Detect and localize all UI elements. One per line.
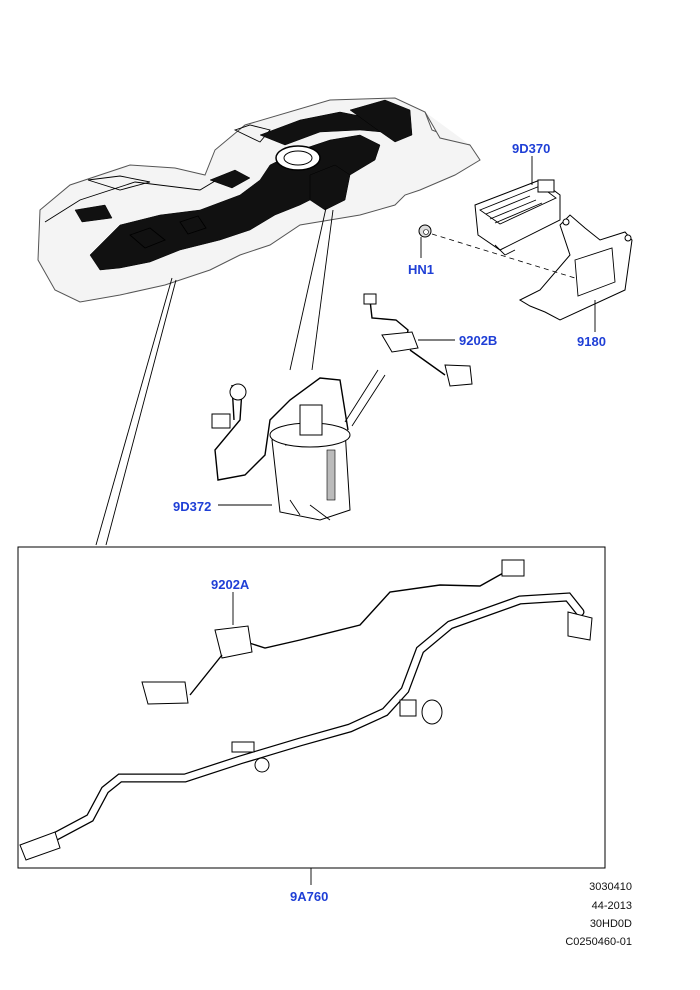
fuel-pump-module	[211, 377, 351, 521]
hn1-nut	[418, 224, 576, 279]
callout-9202b[interactable]: 9202B	[459, 333, 497, 348]
callout-9180[interactable]: 9180	[577, 334, 606, 349]
callout-9d370[interactable]: 9D370	[512, 141, 550, 156]
ref-line-1: 3030410	[589, 881, 632, 893]
reference-block: 3030410 44-2013 30HD0D C0250460-01	[565, 881, 632, 948]
detail-box	[17, 546, 606, 869]
callout-9202a[interactable]: 9202A	[211, 577, 250, 592]
wiring-harness	[19, 559, 593, 861]
ref-line-3: 30HD0D	[590, 918, 632, 930]
fuel-tank	[37, 97, 481, 303]
ref-line-2: 44-2013	[592, 900, 632, 912]
ref-line-4: C0250460-01	[565, 936, 632, 948]
callout-hn1[interactable]: HN1	[408, 262, 434, 277]
pump-opening	[275, 145, 321, 171]
callout-9d372[interactable]: 9D372	[173, 499, 211, 514]
callout-9a760[interactable]: 9A760	[290, 889, 328, 904]
mounting-bracket	[518, 214, 633, 321]
fuel-pump-control-module	[474, 179, 561, 256]
tank-leader-lines	[95, 207, 386, 546]
fuel-level-sender-b	[363, 293, 473, 387]
